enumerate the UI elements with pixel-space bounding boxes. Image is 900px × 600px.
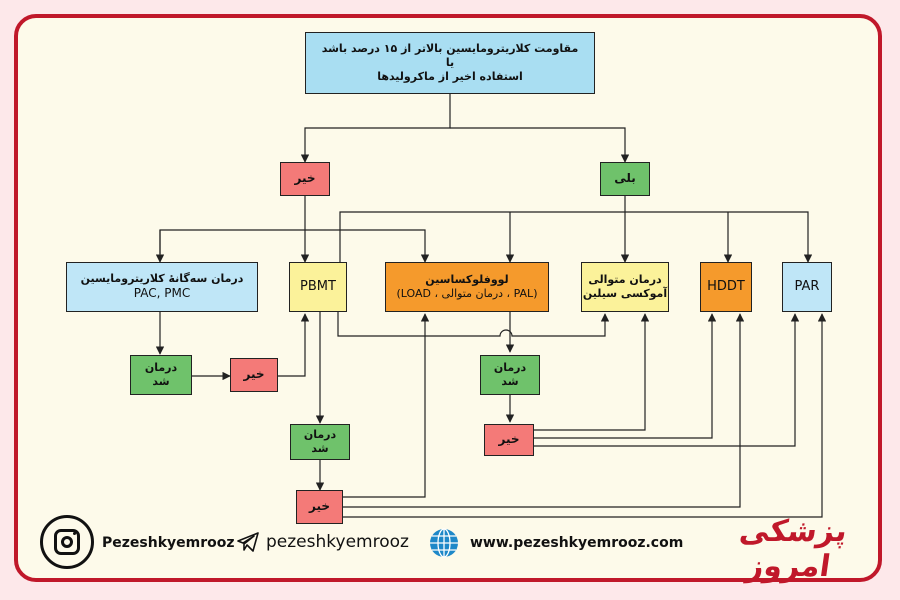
connector-yes-par (625, 211, 813, 263)
connector-no-left-pbmt (278, 313, 310, 377)
instagram-icon-body (54, 529, 80, 555)
instagram-handle[interactable]: Pezeshkyemrooz (102, 535, 235, 551)
instagram-icon-lens (61, 536, 73, 548)
seq-line1: درمان متوالی (588, 272, 662, 286)
cured-mid-line2: شد (311, 442, 329, 455)
pbmt-label: PBMT (300, 278, 336, 294)
box-levofloxacin: لووفلوکساسین (PAL ، درمان متوالی ، LOAD) (385, 262, 549, 312)
par-label: PAR (794, 278, 820, 294)
levo-line2: (PAL ، درمان متوالی ، LOAD) (396, 287, 538, 300)
box-par: PAR (782, 262, 832, 312)
no-bottom-label: خیر (308, 499, 330, 514)
telegram-icon[interactable] (236, 531, 260, 553)
connector-bus2 (159, 229, 430, 263)
box-cured-left: درمان شد (130, 355, 192, 395)
connector-pbmt-seq (337, 312, 610, 337)
box-cured-mid: درمان شد (290, 424, 350, 460)
cured-left-line1: درمان (144, 360, 178, 374)
connector-no-bottom-levo (343, 313, 430, 498)
brand-logo: پزشکی امروز (737, 514, 850, 584)
connector-yes-bus (339, 196, 626, 264)
box-top-question: مقاومت کلاریترومایسین بالاتر از ۱۵ درصد … (305, 32, 595, 94)
box-no-left: خیر (230, 358, 278, 392)
instagram-icon-dot (73, 532, 76, 535)
connector-top-split (300, 94, 451, 163)
connector-no-mid-hddt (534, 313, 717, 439)
box-no-top: خیر (280, 162, 330, 196)
yes-top-label: بلی (614, 171, 636, 186)
no-left-label: خیر (243, 367, 265, 382)
triple-line1: درمان سه‌گانهٔ کلاریترومایسین (80, 272, 244, 286)
connector-no-bottom-hddt (343, 313, 745, 508)
cured-left-line2: شد (152, 375, 170, 388)
cured-center-line2: شد (501, 375, 519, 388)
telegram-handle[interactable]: pezeshkyemrooz (266, 532, 409, 552)
box-yes-top: بلی (600, 162, 650, 196)
box-no-bottom: خیر (296, 490, 343, 524)
seq-line2: آموکسی سیلین (582, 287, 668, 300)
cured-mid-line1: درمان (303, 427, 337, 441)
website-url[interactable]: www.pezeshkyemrooz.com (470, 535, 684, 551)
triple-line2: PAC, PMC (133, 286, 191, 301)
no-mid-label: خیر (498, 432, 520, 447)
box-no-mid: خیر (484, 424, 534, 456)
levo-line1: لووفلوکساسین (425, 272, 509, 286)
top-line3: استفاده اخیر از ماکرولیدها (377, 70, 523, 84)
top-line1: مقاومت کلاریترومایسین بالاتر از ۱۵ درصد … (321, 41, 579, 55)
hddt-label: HDDT (707, 278, 745, 294)
connector-no-bottom-par (343, 313, 827, 518)
box-sequential: درمان متوالی آموکسی سیلین (581, 262, 669, 312)
box-pbmt: PBMT (289, 262, 347, 312)
box-hddt: HDDT (700, 262, 752, 312)
no-top-label: خیر (294, 171, 316, 186)
connector-top-yes (450, 127, 630, 163)
globe-icon[interactable] (428, 527, 460, 559)
box-triple-therapy: درمان سه‌گانهٔ کلاریترومایسین PAC, PMC (66, 262, 258, 312)
cured-center-line1: درمان (493, 360, 527, 374)
top-line2: یا (445, 55, 455, 69)
connector-no-mid-seq (534, 313, 650, 431)
connector-no-mid-par (534, 313, 800, 447)
box-cured-center: درمان شد (480, 355, 540, 395)
instagram-icon[interactable] (40, 515, 94, 569)
